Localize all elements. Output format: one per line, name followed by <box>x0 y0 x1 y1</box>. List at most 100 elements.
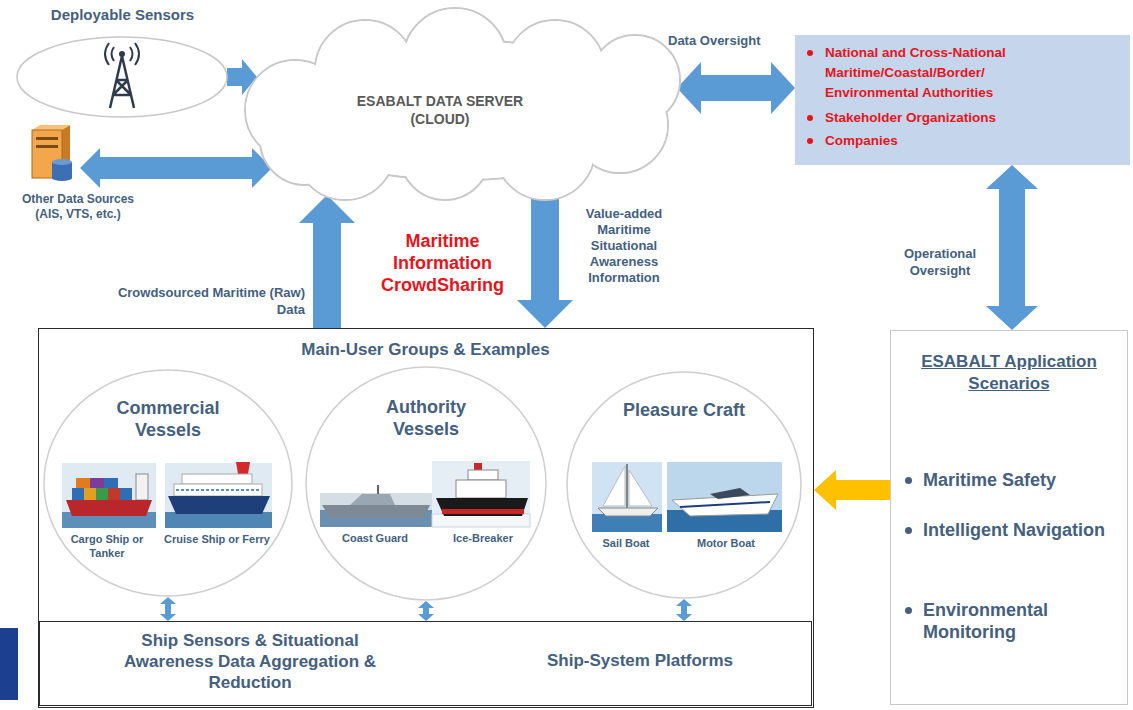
tower-icon <box>105 43 139 108</box>
group-circle: Pleasure CraftSail Boat Motor Boat <box>566 371 802 599</box>
cloud-fill <box>296 101 394 199</box>
ice-breaker-picture <box>432 461 530 527</box>
container <box>72 488 84 500</box>
bridge <box>468 470 498 480</box>
container <box>84 488 96 500</box>
sky <box>432 461 530 527</box>
hull <box>168 496 270 514</box>
bullet-dot <box>807 138 813 144</box>
box-title: Ship Sensors & Situational Awareness Dat… <box>95 630 405 693</box>
fat-arrow <box>80 148 272 188</box>
jib-sail <box>629 470 652 506</box>
fat-arrow <box>677 62 795 114</box>
bullet-text: Stakeholder Organizations <box>825 108 1115 128</box>
ellipse-outline <box>17 37 227 117</box>
picture-caption: Coast Guard <box>319 531 431 545</box>
group-circle: Authority VesselsCoast GuardIce-Breaker <box>305 366 547 601</box>
fat-arrow <box>418 601 434 621</box>
cloud-server: ESABALT DATA SERVER (CLOUD) <box>215 0 695 205</box>
mast <box>377 485 379 494</box>
fat-arrow <box>160 597 176 621</box>
cloud-fill <box>496 101 594 199</box>
bullet-dot <box>905 477 912 484</box>
container <box>76 478 90 488</box>
bullet-text: Maritime Safety <box>923 469 1115 491</box>
bullet-dot <box>807 115 813 121</box>
hull <box>66 500 152 516</box>
coast-guard-picture <box>320 485 432 527</box>
bullet-text: Companies <box>825 131 1115 151</box>
fat-arrow <box>676 599 692 621</box>
picture-caption: Ice-Breaker <box>431 531 535 545</box>
tower-lattice <box>110 56 134 108</box>
superstructure <box>456 480 506 498</box>
windows <box>176 489 260 491</box>
sail-boat-picture <box>592 462 662 532</box>
database-base <box>52 175 72 181</box>
container <box>90 478 104 488</box>
hull-stripe <box>442 509 524 514</box>
bullet-text: Intelligent Navigation <box>923 519 1115 541</box>
container <box>120 488 132 500</box>
funnel <box>236 462 250 474</box>
sky <box>165 463 272 528</box>
sky <box>592 462 662 514</box>
sensor-ellipse: Deployable Sensors <box>10 5 235 120</box>
callout-label: Maritime Information CrowdSharing <box>375 230 510 296</box>
scenario-box: ESABALT Application ScenariosMaritime Sa… <box>890 330 1128 705</box>
bullet-text: National and Cross-National Maritime/Coa… <box>825 43 1070 103</box>
hull <box>598 508 658 516</box>
bullet-dot <box>905 527 912 534</box>
cargo-ship-picture <box>62 463 156 528</box>
hull <box>436 498 528 516</box>
fat-arrow <box>986 165 1038 330</box>
picture-caption: Cruise Ship or Ferry <box>161 532 273 546</box>
picture-caption: Motor Boat <box>671 536 781 550</box>
node-title: Other Data Sources (AIS, VTS, etc.) <box>8 192 148 222</box>
superstructure <box>350 494 395 505</box>
lower-deck <box>174 484 262 496</box>
motor-boat-picture <box>667 462 782 532</box>
box-title: Ship-System Platforms <box>495 650 785 671</box>
hull-stripe <box>680 502 770 507</box>
sea <box>592 514 662 532</box>
container <box>108 488 120 500</box>
server-icon <box>32 125 72 181</box>
authority-box: National and Cross-National Maritime/Coa… <box>795 35 1130 165</box>
fat-arrow <box>814 470 890 510</box>
bullet-dot <box>905 607 912 614</box>
group-title: Commercial Vessels <box>103 397 233 441</box>
windshield <box>710 488 750 499</box>
edge-label: Crowdsourced Maritime (Raw) Data <box>105 284 305 318</box>
database-top <box>52 159 72 165</box>
tower-tip <box>119 51 125 57</box>
picture-caption: Sail Boat <box>586 536 666 550</box>
node-title: ESABALT DATA SERVER (CLOUD) <box>345 92 535 128</box>
server-slot <box>36 137 58 140</box>
cruise-ship-picture <box>165 462 272 528</box>
mast <box>626 464 628 508</box>
sky <box>62 463 156 528</box>
user-group-box: Main-User Groups & ExamplesCommercial Ve… <box>38 328 814 708</box>
bullet-text: Environmental Monitoring <box>923 599 1115 643</box>
edge-label: Value-added Maritime Situational Awarene… <box>568 206 680 286</box>
container <box>104 478 118 488</box>
fat-arrow <box>517 197 573 328</box>
sensor-box: Ship Sensors & Situational Awareness Dat… <box>39 621 812 706</box>
bridge <box>136 474 148 500</box>
edge-label: Operational Oversight <box>890 245 990 279</box>
server-slot <box>36 145 58 148</box>
picture-caption: Cargo Ship or Tanker <box>57 532 157 560</box>
circle-outline <box>44 370 292 596</box>
data-source: Other Data Sources (AIS, VTS, etc.) <box>8 118 148 240</box>
node-title: Deployable Sensors <box>10 5 235 24</box>
hull <box>322 505 430 518</box>
group-title: Pleasure Craft <box>619 399 749 421</box>
corner-tab <box>0 628 18 700</box>
container <box>96 488 108 500</box>
group-title: Main-User Groups & Examples <box>39 339 812 360</box>
main-sail <box>603 466 625 506</box>
bullet-dot <box>807 50 813 56</box>
circle-outline <box>567 372 801 598</box>
